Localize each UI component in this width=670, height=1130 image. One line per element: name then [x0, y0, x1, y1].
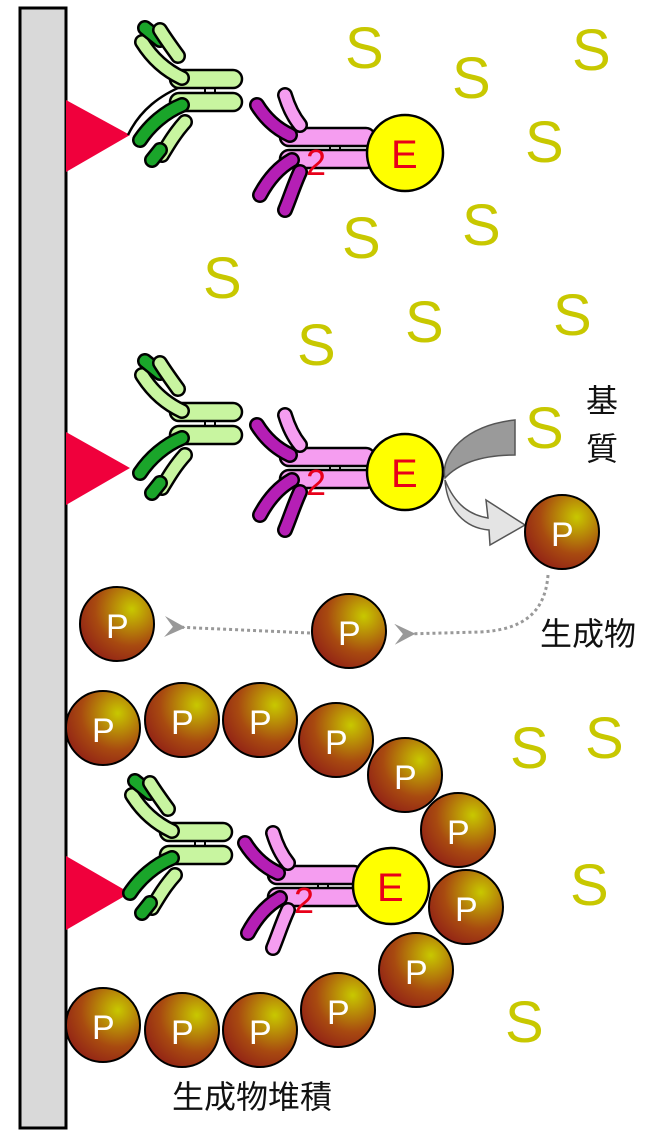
primary-antibody: [132, 353, 244, 501]
product: [298, 702, 374, 778]
product-label: P: [92, 1009, 115, 1047]
secondary-antibody: 2: [237, 825, 365, 956]
substrate: S: [452, 46, 491, 111]
product: [378, 932, 454, 1008]
product: [222, 682, 298, 758]
product-label: P: [455, 891, 478, 929]
product-label: P: [249, 704, 272, 742]
enzyme: [365, 432, 445, 512]
primary-antibody: [126, 20, 244, 168]
solid-phase-surface: [18, 6, 68, 1130]
substrate-label-line1: 基: [586, 382, 618, 420]
substrate: S: [405, 290, 444, 355]
secondary-antibody-label: 2: [294, 880, 314, 921]
secondary-antibody-label: 2: [306, 462, 326, 503]
product-label: P: [92, 712, 115, 750]
substrate: S: [342, 206, 381, 271]
substrate: S: [553, 283, 592, 348]
enzyme: [365, 113, 445, 193]
product-label: P: [394, 759, 417, 797]
substrate: S: [525, 396, 564, 461]
product: [428, 869, 504, 945]
product: [144, 682, 220, 758]
product-label: P: [171, 1014, 194, 1052]
complex-1: 2 E: [66, 20, 445, 218]
substrate: S: [585, 706, 624, 771]
enzyme-label: E: [377, 866, 404, 910]
substrate: S: [510, 716, 549, 781]
enzyme-label: E: [391, 133, 418, 177]
product-label: P: [171, 704, 194, 742]
substrate: S: [345, 16, 384, 81]
product: [144, 992, 220, 1068]
product-label: P: [325, 724, 348, 762]
product: [420, 792, 496, 868]
antigen: [66, 856, 130, 930]
enzyme: [351, 846, 431, 926]
product: [222, 992, 298, 1068]
product: [300, 972, 376, 1048]
reaction-arrow: [443, 419, 527, 547]
product: [65, 987, 141, 1063]
product-label-text: 生成物: [540, 615, 636, 653]
substrate: S: [297, 313, 336, 378]
product: [79, 586, 155, 662]
secondary-antibody: 2: [249, 87, 377, 218]
accumulation-label: 生成物堆積: [172, 1078, 332, 1116]
secondary-antibody: 2: [249, 407, 377, 538]
antigen: [66, 100, 130, 172]
substrate-group-1: S S S S S S S S S S: [203, 16, 611, 378]
substrate: S: [505, 990, 544, 1055]
substrate: S: [525, 110, 564, 175]
product: [367, 737, 443, 813]
substrate: S: [572, 18, 611, 83]
antigen: [66, 432, 130, 505]
substrate: S: [462, 193, 501, 258]
product-label: P: [447, 814, 470, 852]
product-label: P: [551, 516, 574, 554]
product-label: P: [327, 994, 350, 1032]
diffusion-arrow: [164, 616, 311, 638]
substrate: S: [570, 853, 609, 918]
product-label: P: [106, 608, 129, 646]
product: [524, 494, 600, 570]
substrate-label-line2: 質: [586, 430, 618, 468]
secondary-antibody-label: 2: [306, 142, 326, 183]
product-label: P: [249, 1014, 272, 1052]
enzyme-label: E: [391, 452, 418, 496]
complex-2: 2 E: [66, 353, 445, 538]
product: [311, 593, 387, 669]
product-label: P: [405, 954, 428, 992]
diffusion-arrow: [394, 574, 550, 645]
accumulated-products: P P P P P P P P P P P P: [65, 682, 504, 1068]
product: [65, 690, 141, 766]
complex-3: 2 E: [66, 773, 431, 956]
substrate: S: [203, 246, 242, 311]
primary-antibody: [122, 773, 234, 921]
product-label: P: [338, 615, 361, 653]
